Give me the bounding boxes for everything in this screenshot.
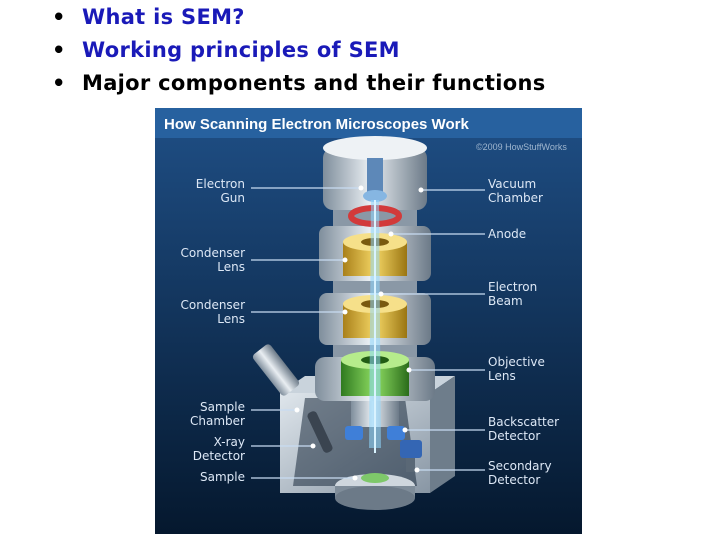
label-secondary-detector-line1: Secondary bbox=[488, 459, 552, 473]
bullet-item: • Working principles of SEM bbox=[52, 36, 546, 69]
label-objective-lens-line1: Objective bbox=[488, 355, 545, 369]
left-labels: Electron Gun Condenser Lens Condenser Le… bbox=[181, 177, 246, 484]
leader-dots bbox=[294, 185, 424, 481]
copyright-text: ©2009 HowStuffWorks bbox=[476, 142, 567, 152]
bullet-dot: • bbox=[52, 38, 66, 62]
bullet-dot: • bbox=[52, 5, 66, 29]
right-labels: Vacuum Chamber Anode Electron Beam Objec… bbox=[488, 177, 559, 487]
label-x-ray-detector-line1: X-ray bbox=[214, 435, 245, 449]
electron-gun-icon bbox=[363, 158, 387, 202]
bullet-dot: • bbox=[52, 71, 66, 95]
title-bar bbox=[155, 108, 582, 138]
label-condenser-lens-1-line1: Condenser bbox=[181, 246, 246, 260]
sem-diagram: How Scanning Electron Microscopes Work ©… bbox=[155, 108, 582, 534]
label-electron-beam-line1: Electron bbox=[488, 280, 537, 294]
label-condenser-lens-2-line2: Lens bbox=[217, 312, 245, 326]
leader-lines bbox=[251, 187, 485, 479]
label-sample-chamber-line2: Chamber bbox=[190, 414, 245, 428]
diagram-title: How Scanning Electron Microscopes Work bbox=[164, 116, 469, 133]
label-backscatter-detector-line1: Backscatter bbox=[488, 415, 559, 429]
label-backscatter-detector-line2: Detector bbox=[488, 429, 540, 443]
label-electron-gun-line2: Gun bbox=[220, 191, 245, 205]
bullet-list: • What is SEM? • Working principles of SEM… bbox=[52, 3, 546, 102]
label-sample: Sample bbox=[200, 470, 245, 484]
label-condenser-lens-1-line2: Lens bbox=[217, 260, 245, 274]
secondary-detector-icon bbox=[400, 440, 422, 472]
label-anode: Anode bbox=[488, 227, 526, 241]
bullet-item: • What is SEM? bbox=[52, 3, 546, 36]
backscatter-detector-icon bbox=[345, 426, 363, 440]
label-electron-beam-line2: Beam bbox=[488, 294, 523, 308]
bullet-text: Working principles of SEM bbox=[82, 38, 400, 62]
label-sample-chamber-line1: Sample bbox=[200, 400, 245, 414]
bullet-text: Major components and their functions bbox=[82, 71, 546, 95]
label-electron-gun-line1: Electron bbox=[196, 177, 245, 191]
label-secondary-detector-line2: Detector bbox=[488, 473, 540, 487]
label-condenser-lens-2-line1: Condenser bbox=[181, 298, 246, 312]
label-objective-lens-line2: Lens bbox=[488, 369, 516, 383]
label-vacuum-chamber-line1: Vacuum bbox=[488, 177, 536, 191]
label-x-ray-detector-line2: Detector bbox=[193, 449, 245, 463]
label-vacuum-chamber-line2: Chamber bbox=[488, 191, 543, 205]
x-ray-detector-icon bbox=[252, 344, 333, 453]
bullet-text: What is SEM? bbox=[82, 5, 245, 29]
bullet-item: • Major components and their functions bbox=[52, 69, 546, 102]
backscatter-detector-icon bbox=[387, 426, 405, 440]
